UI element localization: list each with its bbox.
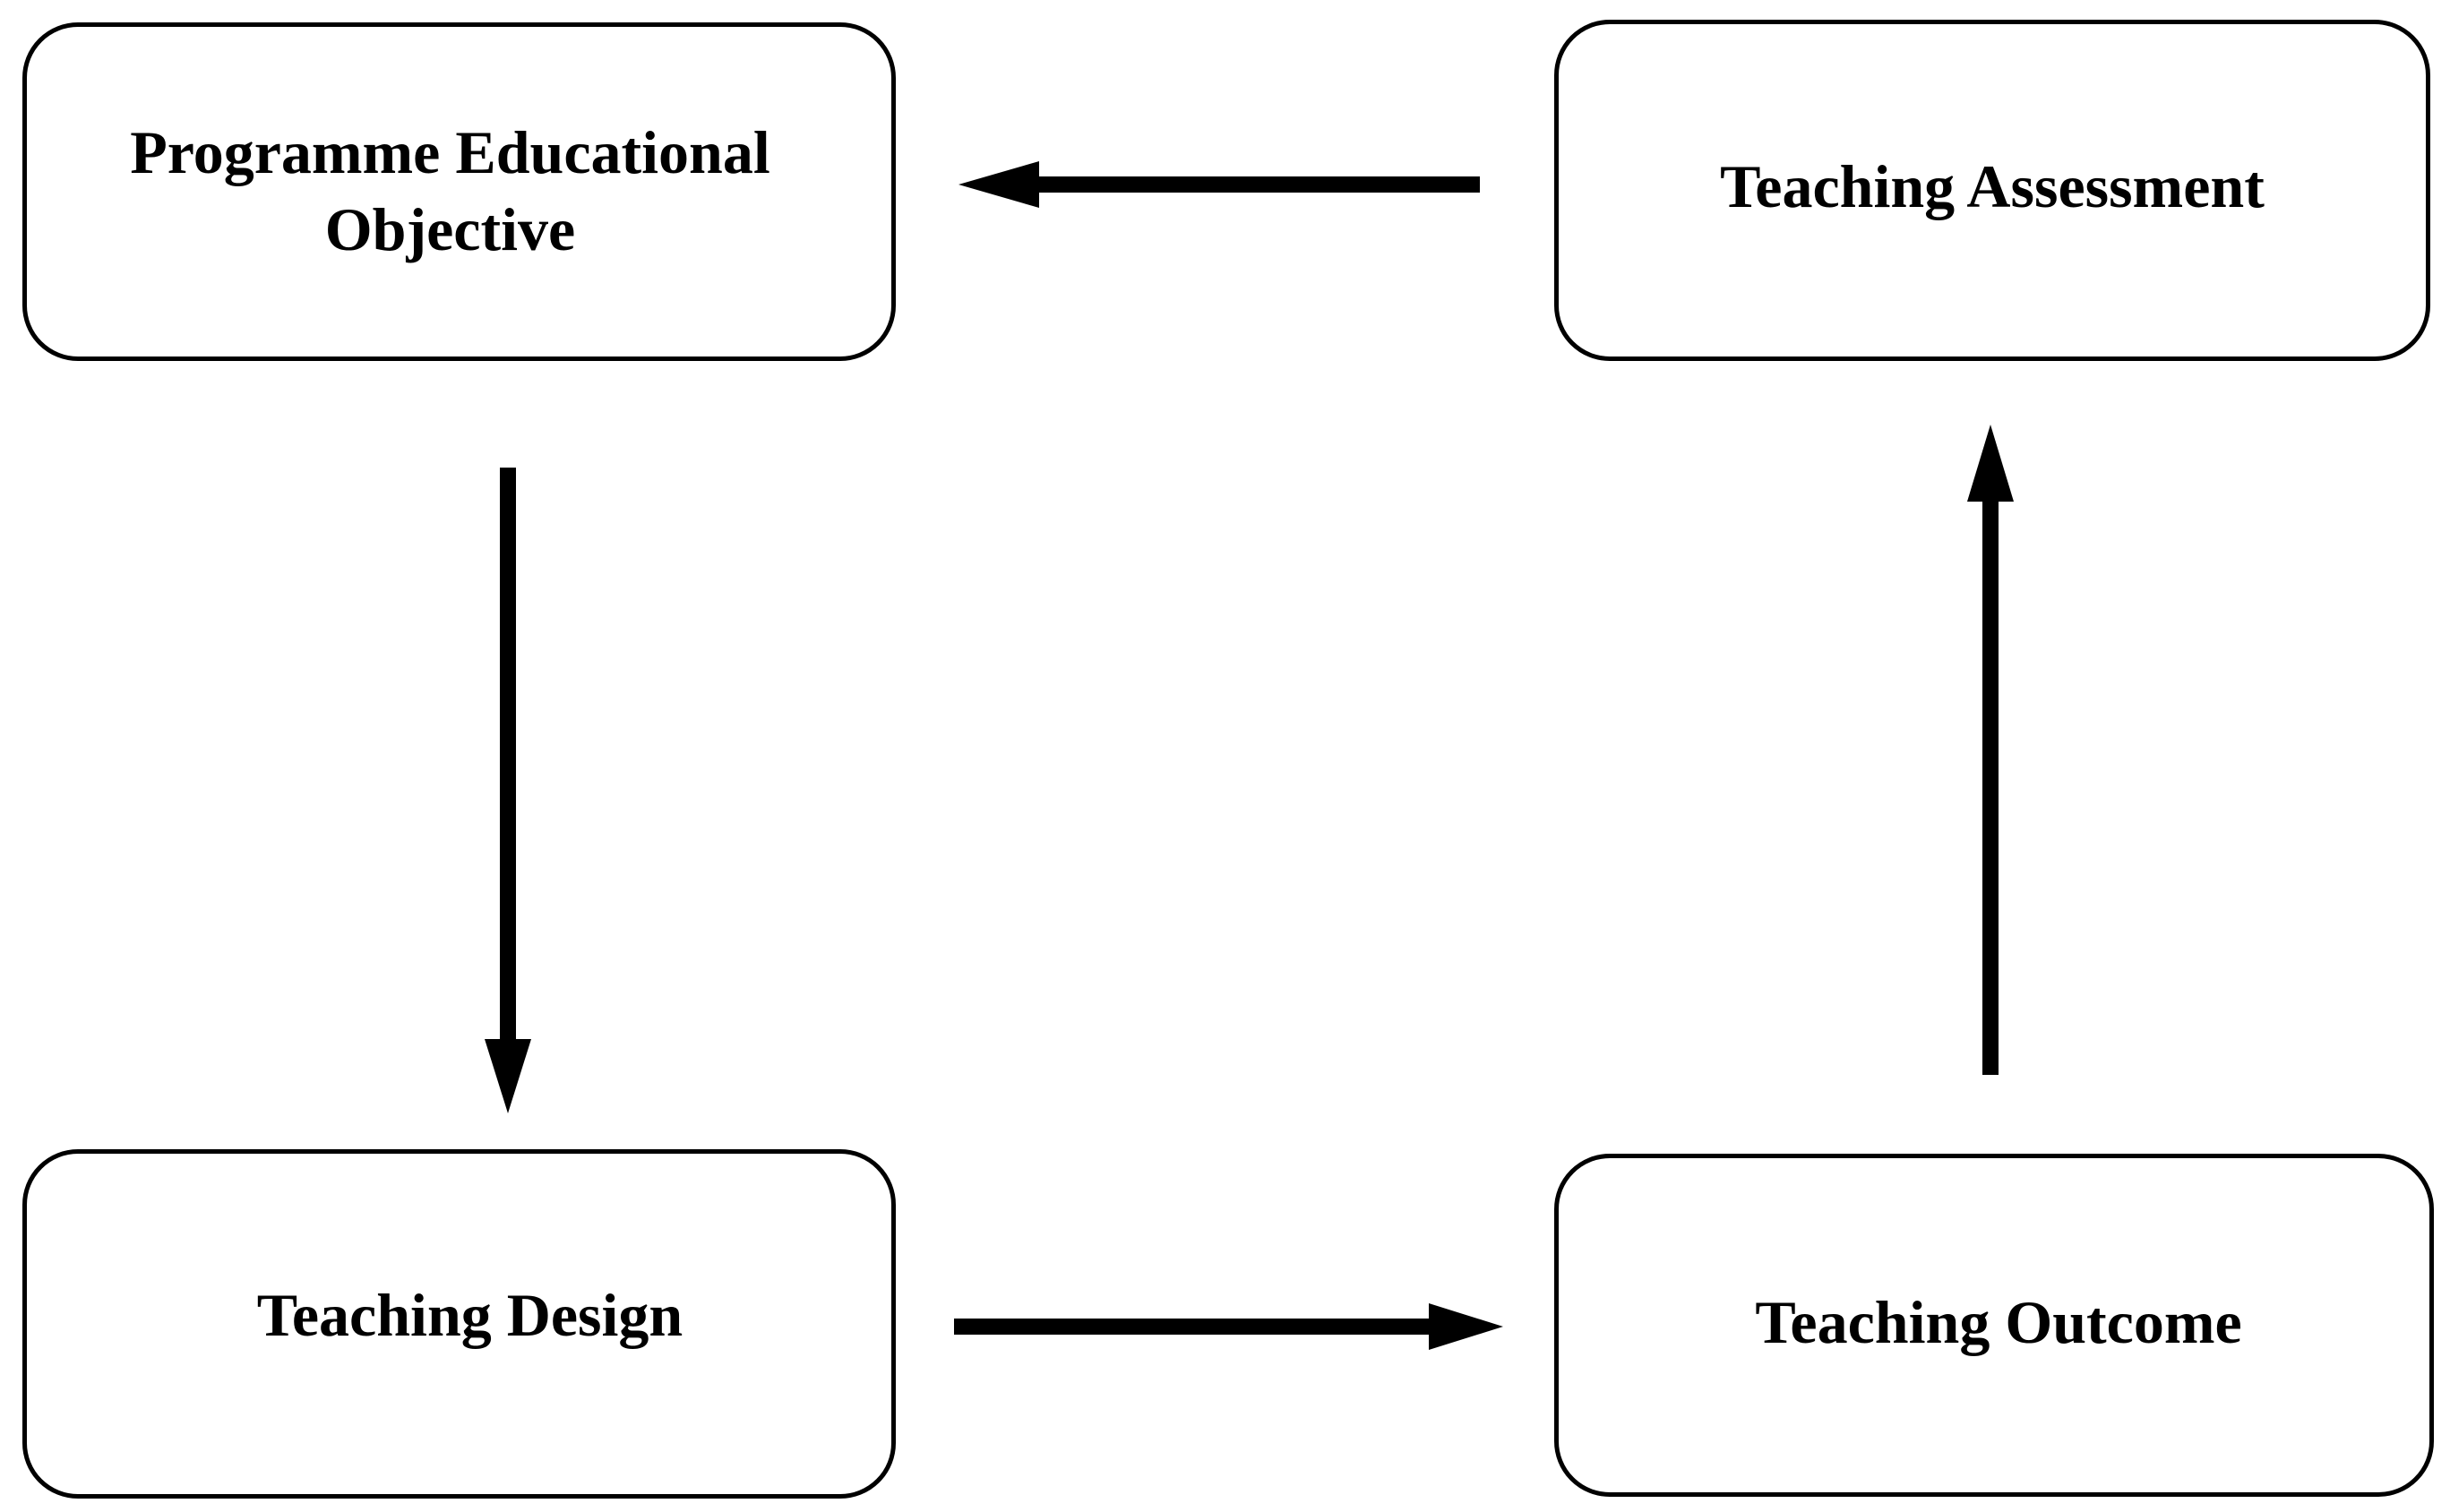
node-label-teaching-outcome: Teaching Outcome [1755, 1287, 2242, 1356]
node-teaching-assessment: Teaching Assessment [1554, 20, 2430, 361]
arrow-teaching-outcome-to-teaching-assessment [1967, 425, 2014, 1075]
arrow-teaching-assessment-to-peo [959, 161, 1480, 208]
arrow-peo-to-teaching-design [485, 468, 531, 1113]
node-programme-educational-objective: Programme Educational Objective [22, 22, 896, 361]
node-label-teaching-assessment: Teaching Assessment [1720, 151, 2265, 220]
node-teaching-outcome: Teaching Outcome [1554, 1154, 2434, 1497]
node-label-programme-educational-objective: Programme Educational Objective [130, 118, 770, 263]
node-label-teaching-design: Teaching Design [256, 1281, 683, 1349]
arrow-teaching-design-to-teaching-outcome [954, 1303, 1503, 1350]
node-teaching-design: Teaching Design [22, 1149, 896, 1499]
